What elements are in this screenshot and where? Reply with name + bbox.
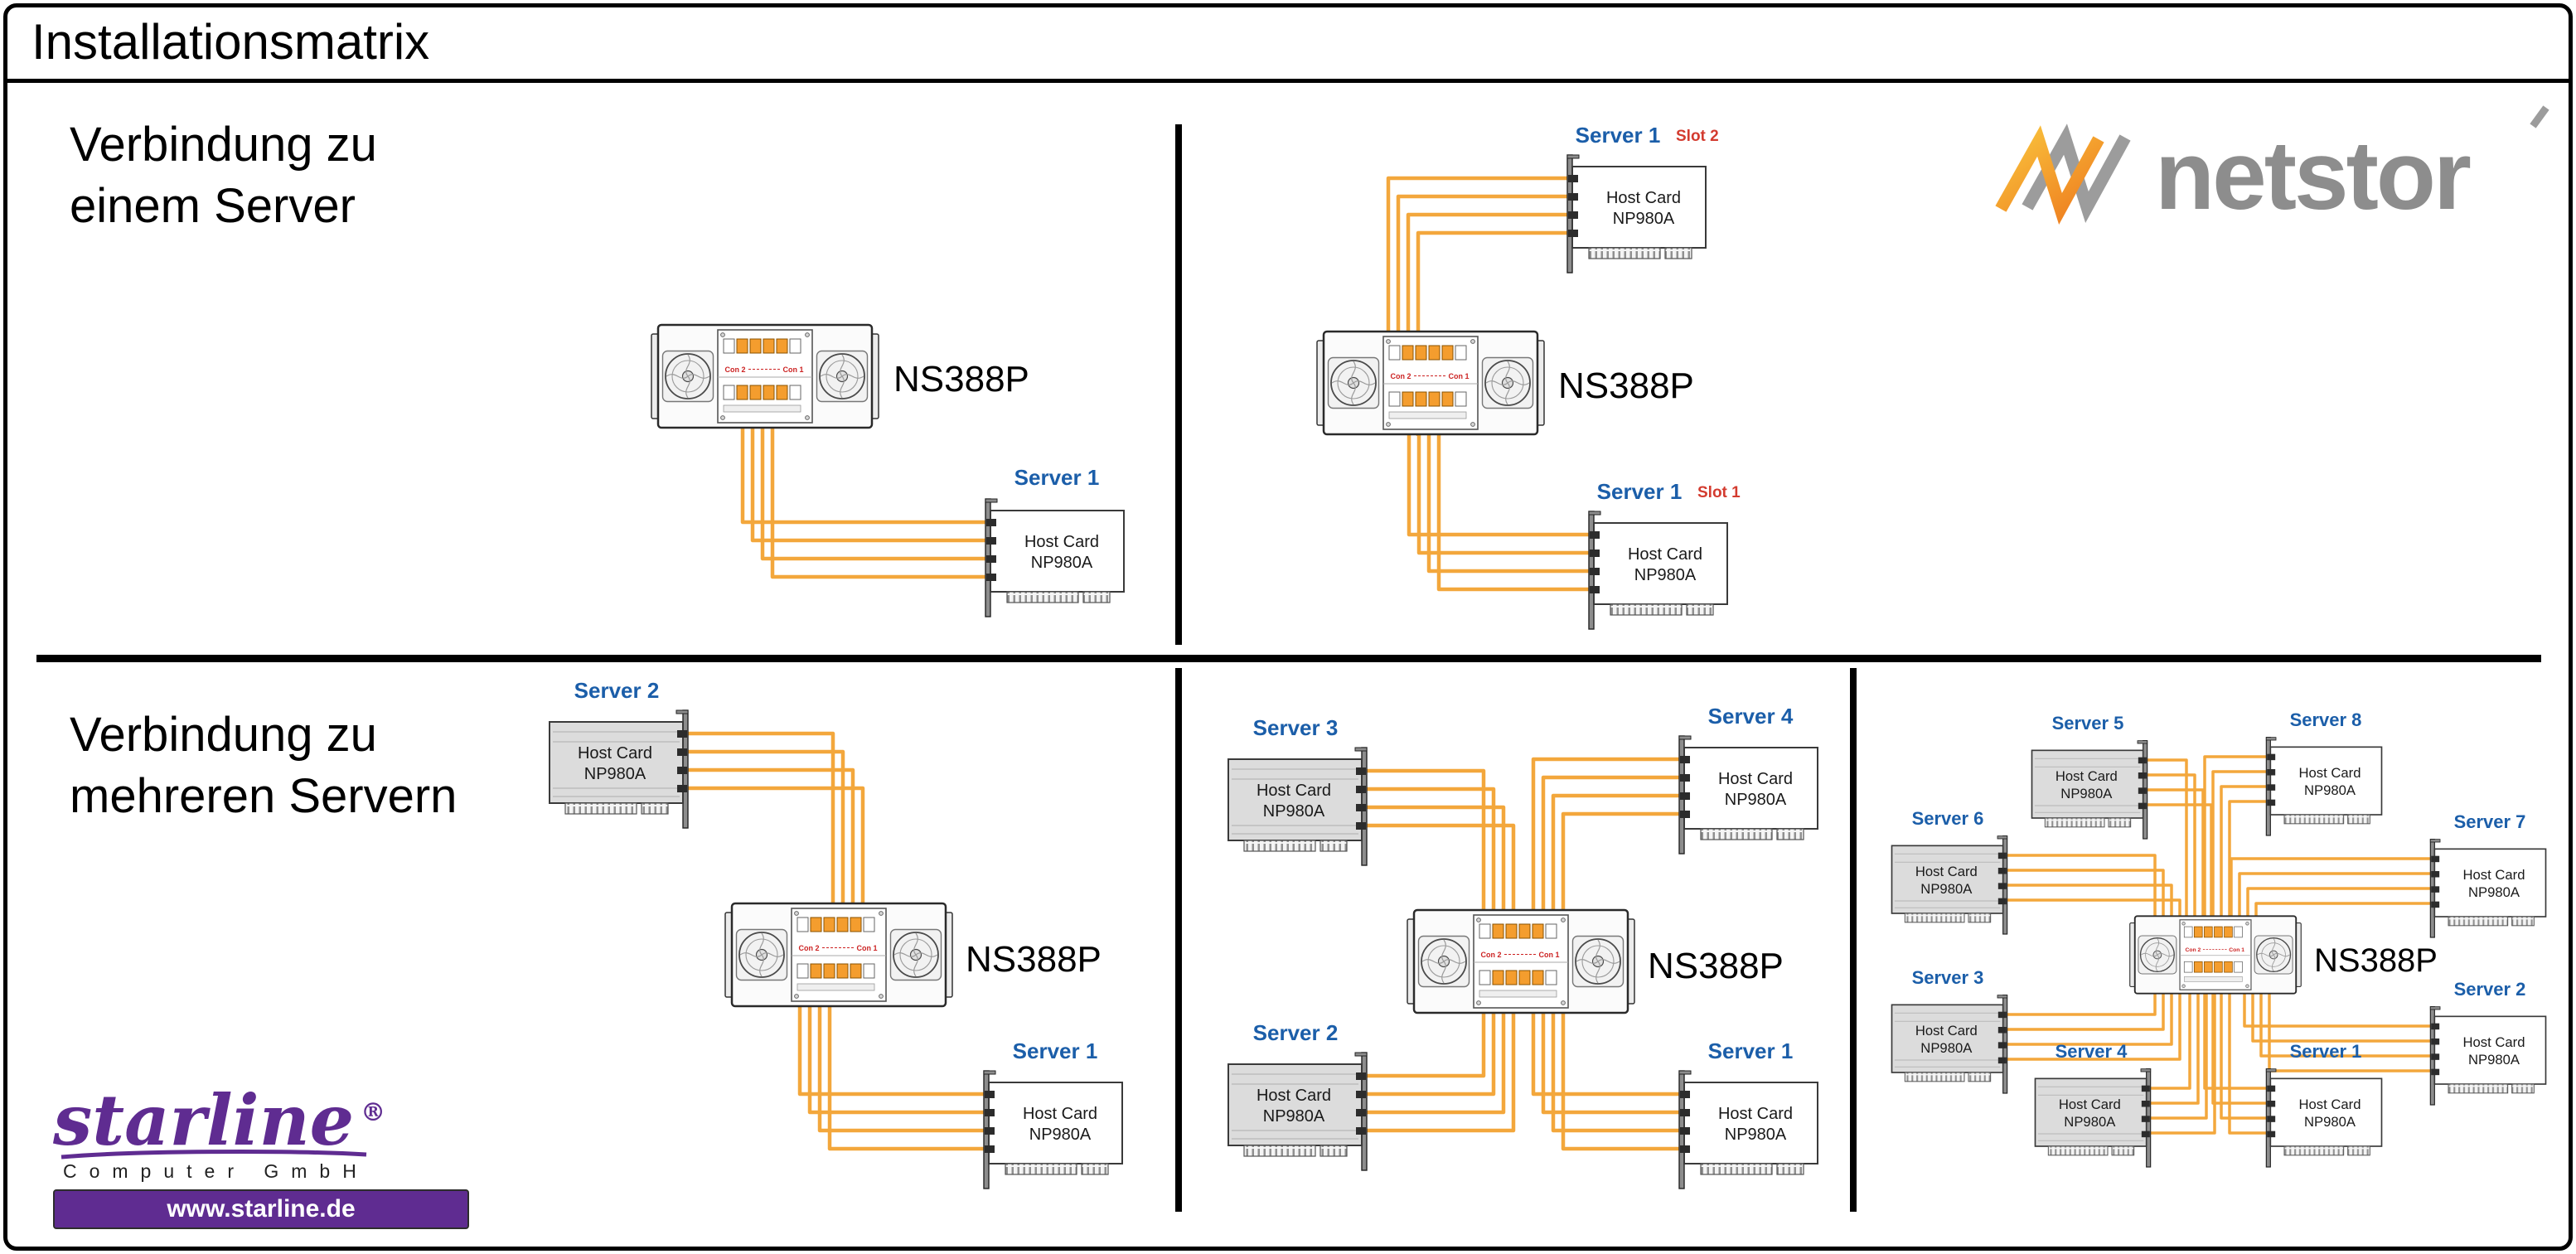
chassis-label-panelB: NS388P — [1558, 366, 1694, 406]
section-heading-multi-server: Verbindung zu mehreren Servern — [70, 704, 457, 827]
server-label: Server 4 — [2055, 1041, 2128, 1062]
slot-label: Slot 2 — [1676, 128, 1719, 145]
starline-brand-text: starline — [53, 1079, 355, 1161]
heading-line: einem Server — [70, 179, 356, 234]
server-label: Server 3 — [1912, 967, 1984, 988]
heading-line: Verbindung zu — [70, 708, 377, 762]
divider-vertical-top — [1175, 124, 1182, 645]
host-card-panelE-server8 — [2265, 736, 2383, 836]
netstor-swoosh-orange-icon — [1995, 125, 2104, 225]
host-card-panelE-server7 — [2429, 838, 2547, 938]
host-card-panelE-server1 — [2265, 1068, 2383, 1168]
starline-underline-flourish — [61, 1149, 367, 1160]
host-card-panelE-server6 — [1891, 835, 2008, 935]
server-label: Server 1 — [1576, 123, 1661, 148]
ns388p-chassis-panelE — [2130, 916, 2302, 993]
starline-url: www.starline.de — [167, 1194, 356, 1223]
cable-bundle-panelC-server1 — [797, 949, 1016, 1151]
host-card-panelD-server3 — [1227, 747, 1368, 866]
title-separator — [7, 79, 2569, 83]
registered-mark: ® — [361, 1098, 386, 1127]
host-card-panelC-server1 — [983, 1070, 1123, 1189]
divider-vertical-bottom-left — [1175, 668, 1182, 1212]
starline-url-bar: www.starline.de — [53, 1189, 469, 1229]
ns388p-chassis-panelA — [651, 325, 879, 428]
server-label: Server 5 — [2052, 713, 2124, 734]
server-label: Server 1 — [2290, 1041, 2362, 1062]
chassis-label-panelD: NS388P — [1648, 946, 1784, 986]
host-card-panelD-server4 — [1678, 735, 1818, 855]
host-card-panelD-server1 — [1678, 1070, 1818, 1189]
host-card-panelB-slot1 — [1588, 511, 1728, 630]
host-card-panelE-server5 — [2031, 739, 2148, 840]
server-label: Server 1 — [1013, 1039, 1098, 1063]
host-card-panelE-server2 — [2429, 1005, 2547, 1106]
section-heading-single-server: Verbindung zu einem Server — [70, 114, 377, 237]
chassis-label-panelE: NS388P — [2314, 942, 2438, 979]
server-label: Server 2 — [574, 678, 660, 703]
divider-vertical-bottom-right — [1850, 668, 1857, 1212]
chassis-label-panelC: NS388P — [966, 939, 1102, 980]
host-card-panelA-server1 — [985, 498, 1125, 617]
server-label: Server 4 — [1708, 704, 1794, 729]
host-card-panelD-server2 — [1227, 1052, 1368, 1171]
ns388p-chassis-panelC — [725, 903, 952, 1006]
starline-logo: starline® Computer GmbH www.starline.de — [53, 1086, 484, 1229]
starline-wordmark: starline® — [53, 1086, 484, 1155]
ns388p-chassis-panelB — [1317, 332, 1544, 434]
slot-label: Slot 1 — [1697, 484, 1741, 501]
server-label: Server 2 — [1253, 1020, 1339, 1045]
divider-horizontal — [36, 655, 2541, 662]
server-label: Server 1 — [1597, 479, 1683, 504]
host-card-panelB-slot2 — [1566, 154, 1707, 274]
host-card-panelC-server2 — [549, 709, 689, 829]
page-title: Installationsmatrix — [31, 14, 430, 70]
heading-line: Verbindung zu — [70, 118, 377, 172]
netstor-accent-icon — [2530, 105, 2549, 128]
server-label: Server 3 — [1253, 715, 1339, 740]
netstor-logo: netstor — [1995, 105, 2549, 230]
starline-subtitle: Computer GmbH — [63, 1160, 369, 1182]
host-card-panelE-server3 — [1891, 994, 2008, 1094]
server-label: Server 6 — [1912, 808, 1984, 829]
heading-line: mehreren Servern — [70, 769, 458, 824]
netstor-wordmark: netstor — [2155, 121, 2471, 230]
server-label: Server 1 — [1708, 1039, 1794, 1063]
host-card-panelE-server4 — [2034, 1068, 2152, 1168]
cable-bundle-panelD-server1 — [1531, 949, 1717, 1151]
ns388p-chassis-panelD — [1407, 910, 1634, 1013]
chassis-label-panelA: NS388P — [893, 359, 1029, 399]
server-label: Server 1 — [1014, 465, 1100, 490]
server-label: Server 2 — [2454, 979, 2526, 1000]
server-label: Server 8 — [2290, 709, 2362, 730]
server-label: Server 7 — [2454, 811, 2526, 832]
